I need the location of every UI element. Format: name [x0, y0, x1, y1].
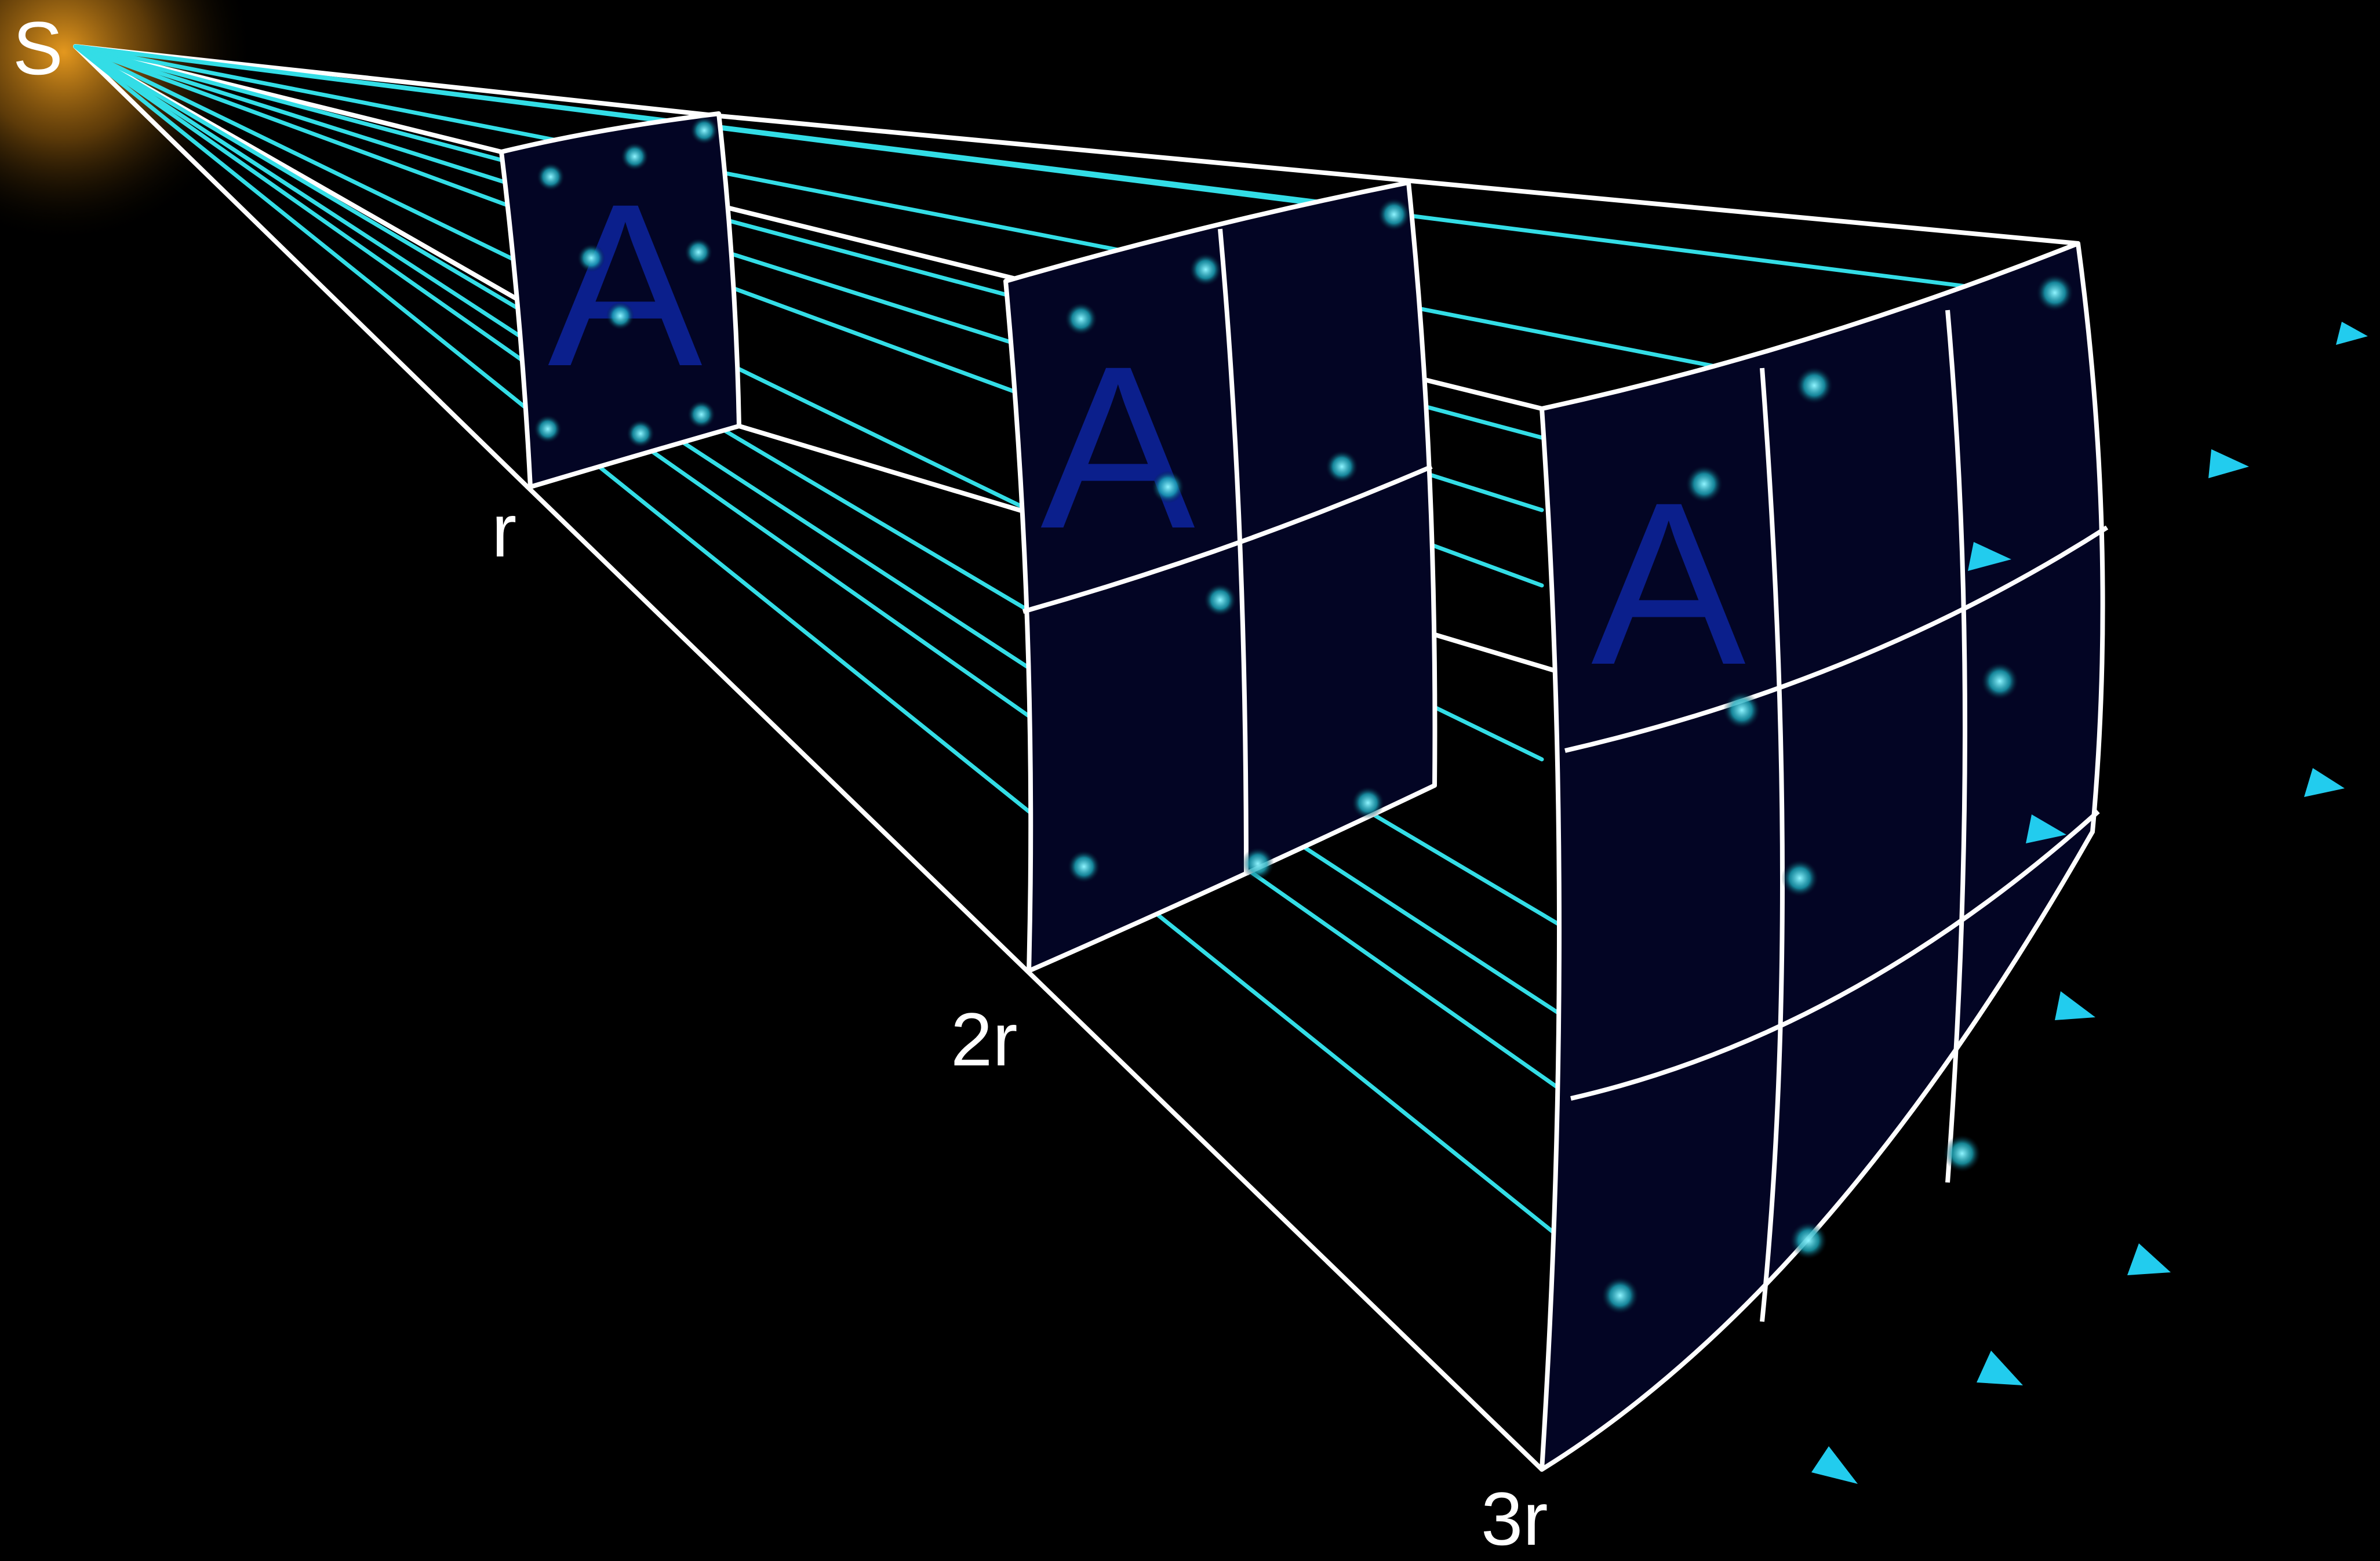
distance-label-3r: 3r [1481, 1476, 1548, 1561]
arrow-icon [2336, 322, 2368, 345]
source-label: S [13, 6, 63, 90]
arrow-icon [2055, 991, 2095, 1020]
area-label-2: A [1040, 318, 1196, 577]
area-panel-3r: A [1540, 241, 2109, 1472]
area-label-3: A [1591, 454, 1747, 713]
outgoing-arrows [1811, 322, 2368, 1484]
arrow-icon [2127, 1243, 2171, 1275]
distance-label-r: r [492, 488, 516, 573]
distance-label-2r: 2r [951, 997, 1018, 1082]
arrow-icon [1977, 1351, 2023, 1385]
arrow-icon [2304, 768, 2345, 797]
area-panel-2r: A [1003, 180, 1438, 973]
area-panel-r: A [499, 111, 741, 489]
arrow-icon [1811, 1446, 1858, 1484]
arrow-icon [1968, 542, 2011, 571]
area-label-1: A [548, 155, 704, 414]
arrow-icon [2026, 814, 2066, 843]
arrow-icon [2208, 449, 2249, 478]
